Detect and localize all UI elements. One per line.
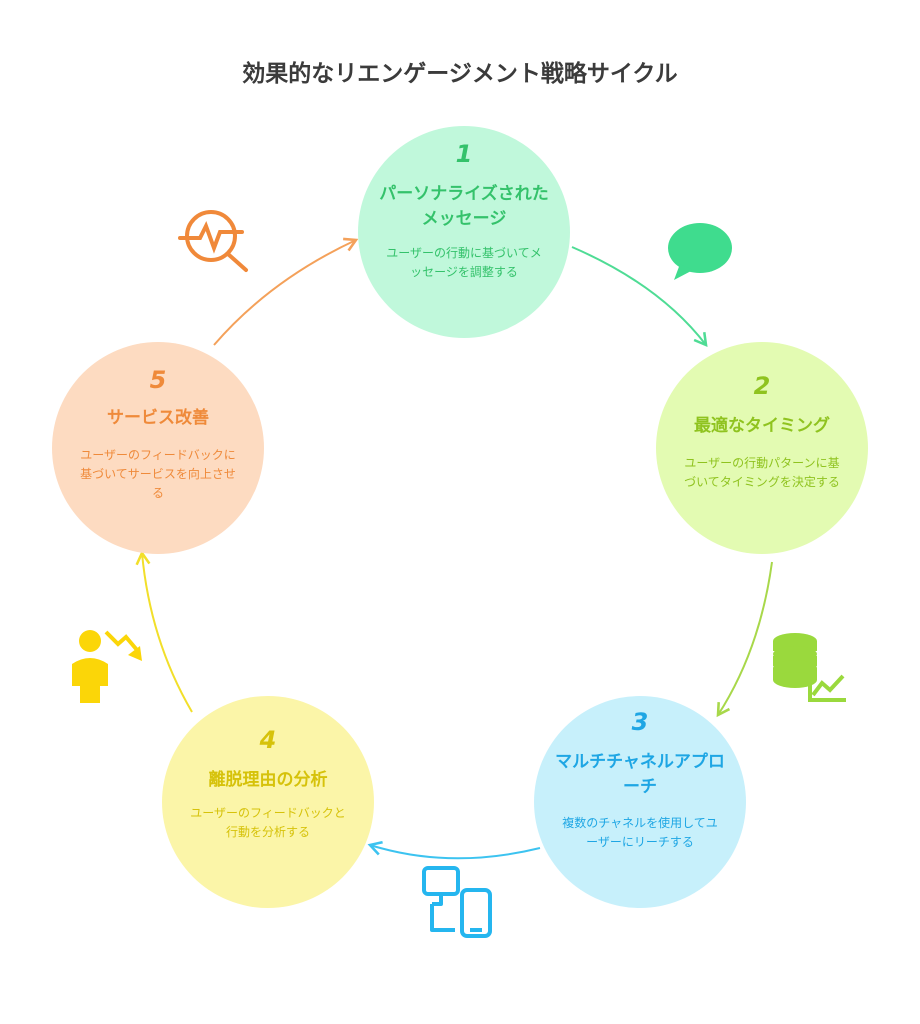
- step-node-3: 3 マルチチャネルアプローチ 複数のチャネルを使用してユーザーにリーチする: [534, 696, 746, 908]
- step-description: ユーザーの行動に基づいてメッセージを調整する: [386, 246, 542, 279]
- step-description: ユーザーのフィードバックに基づいてサービスを向上させる: [80, 448, 236, 500]
- devices-icon: [422, 866, 492, 938]
- step-description: ユーザーのフィードバックと行動を分析する: [190, 806, 346, 839]
- database-chart-icon: [773, 633, 846, 702]
- diagram-title: 効果的なリエンゲージメント戦略サイクル: [242, 61, 678, 87]
- step-description: ユーザーの行動パターンに基づいてタイミングを決定する: [684, 456, 840, 489]
- step-number: 1: [455, 140, 473, 168]
- step-node-5: 5 サービス改善 ユーザーのフィードバックに基づいてサービスを向上させる: [52, 342, 264, 554]
- step-title: 最適なタイミング: [694, 416, 830, 436]
- step-node-4: 4 離脱理由の分析 ユーザーのフィードバックと行動を分析する: [162, 696, 374, 908]
- arrow-1-to-2: [571, 246, 708, 348]
- arrow-3-to-4: [367, 840, 541, 860]
- arrow-2-to-3: [716, 561, 773, 718]
- step-number: 4: [259, 726, 277, 754]
- step-title: サービス改善: [107, 408, 209, 428]
- analysis-magnifier-icon: [178, 210, 248, 272]
- user-decline-icon: [72, 630, 142, 703]
- step-title: 離脱理由の分析: [208, 770, 328, 790]
- step-title: パーソナライズされたメッセージ: [379, 184, 549, 229]
- step-description: 複数のチャネルを使用してユーザーにリーチする: [562, 816, 718, 849]
- step-number: 2: [753, 372, 771, 400]
- step-node-2: 2 最適なタイミング ユーザーの行動パターンに基づいてタイミングを決定する: [656, 342, 868, 554]
- step-number: 5: [149, 366, 167, 394]
- step-title: マルチチャネルアプローチ: [555, 752, 725, 797]
- step-node-1: 1 パーソナライズされたメッセージ ユーザーの行動に基づいてメッセージを調整する: [358, 126, 570, 338]
- step-number: 3: [631, 708, 649, 736]
- arrow-5-to-1: [213, 237, 359, 346]
- arrow-4-to-5: [135, 550, 193, 713]
- chat-bubble-icon: [668, 223, 732, 280]
